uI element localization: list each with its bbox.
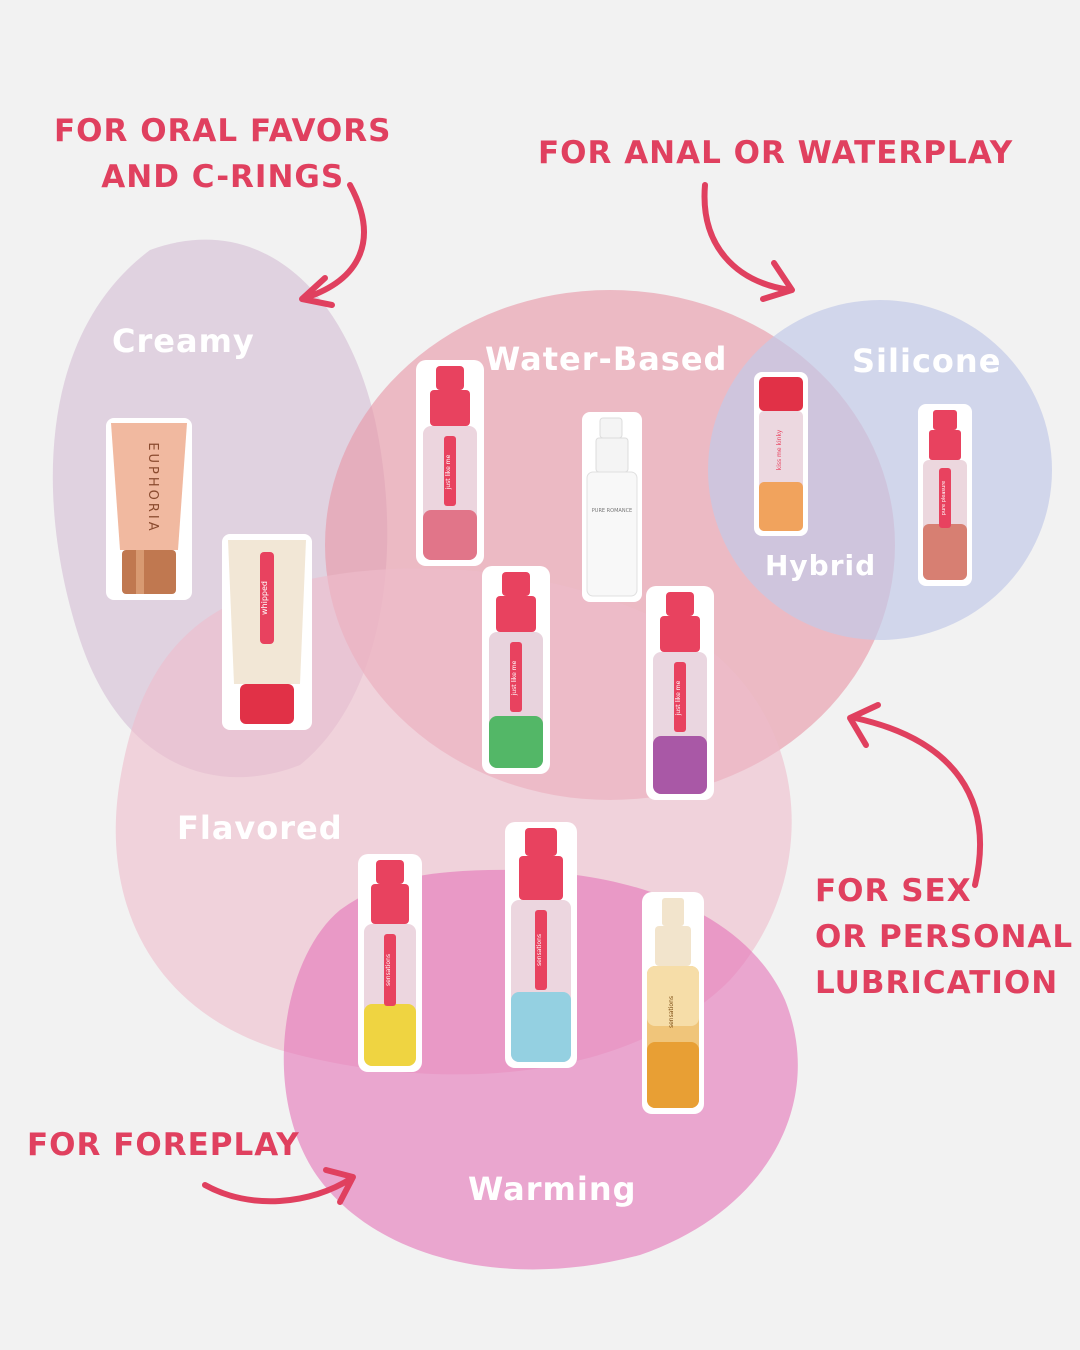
callout-sex-line2: OR PERSONAL <box>815 919 1074 955</box>
hybrid-bottle-text: kiss me kinky <box>776 429 783 470</box>
label-warming: Warming <box>468 1170 637 1208</box>
just-like-me-red-text: just like me <box>445 454 452 490</box>
arrow-foreplay <box>202 1175 355 1205</box>
label-flavored: Flavored <box>177 809 343 847</box>
arrow-sex <box>852 715 983 888</box>
product-euphoria-tube: EUPHORIA <box>106 418 192 600</box>
product-just-like-me-red: just like me <box>416 360 484 566</box>
product-whipped-tube: whipped <box>222 534 312 730</box>
arrow-foreplay-head <box>323 1167 356 1205</box>
product-just-like-me-purple: just like me <box>646 586 714 800</box>
just-like-me-green-text: just like me <box>511 660 518 696</box>
euphoria-brand-text: EUPHORIA <box>145 442 160 533</box>
arrow-oral <box>302 182 367 301</box>
callout-sex-line1: FOR SEX <box>815 873 972 909</box>
product-silicone-bottle: pure pleasure <box>918 404 972 586</box>
pure-romance-white-text: PURE ROMANCE <box>592 508 632 514</box>
whipped-product-text: whipped <box>260 581 269 615</box>
callout-sex: FOR SEX OR PERSONAL LUBRICATION <box>815 868 1073 1006</box>
callout-sex-line3: LUBRICATION <box>815 965 1059 1001</box>
product-pure-romance-white: PURE ROMANCE <box>582 412 642 602</box>
callout-oral-line1: FOR ORAL FAVORS <box>54 113 392 149</box>
callout-foreplay: FOR FOREPLAY <box>27 1127 300 1163</box>
arrow-anal <box>701 182 793 293</box>
label-hybrid: Hybrid <box>765 549 877 582</box>
just-like-me-purple-text: just like me <box>675 680 682 716</box>
product-sensations-orange: sensations <box>642 892 704 1114</box>
label-silicone: Silicone <box>852 342 1002 380</box>
callout-oral: FOR ORAL FAVORS AND C-RINGS <box>54 108 391 200</box>
arrow-sex-head <box>847 702 881 748</box>
callout-oral-line2: AND C-RINGS <box>101 159 345 195</box>
sensations-yellow-text: sensations <box>385 954 392 986</box>
sensations-orange-text: sensations <box>668 996 675 1028</box>
label-creamy: Creamy <box>112 322 255 360</box>
silicone-bottle-text: pure pleasure <box>941 481 947 515</box>
sensations-blue-text: sensations <box>536 934 543 966</box>
arrow-anal-head <box>760 260 795 302</box>
product-hybrid-bottle: kiss me kinky <box>754 372 808 536</box>
label-water-based: Water-Based <box>485 340 728 378</box>
product-just-like-me-green: just like me <box>482 566 550 774</box>
product-sensations-blue: sensations <box>505 822 577 1068</box>
callout-anal: FOR ANAL OR WATERPLAY <box>538 135 1014 171</box>
product-sensations-yellow: sensations <box>358 854 422 1072</box>
arrow-oral-head <box>299 275 335 308</box>
